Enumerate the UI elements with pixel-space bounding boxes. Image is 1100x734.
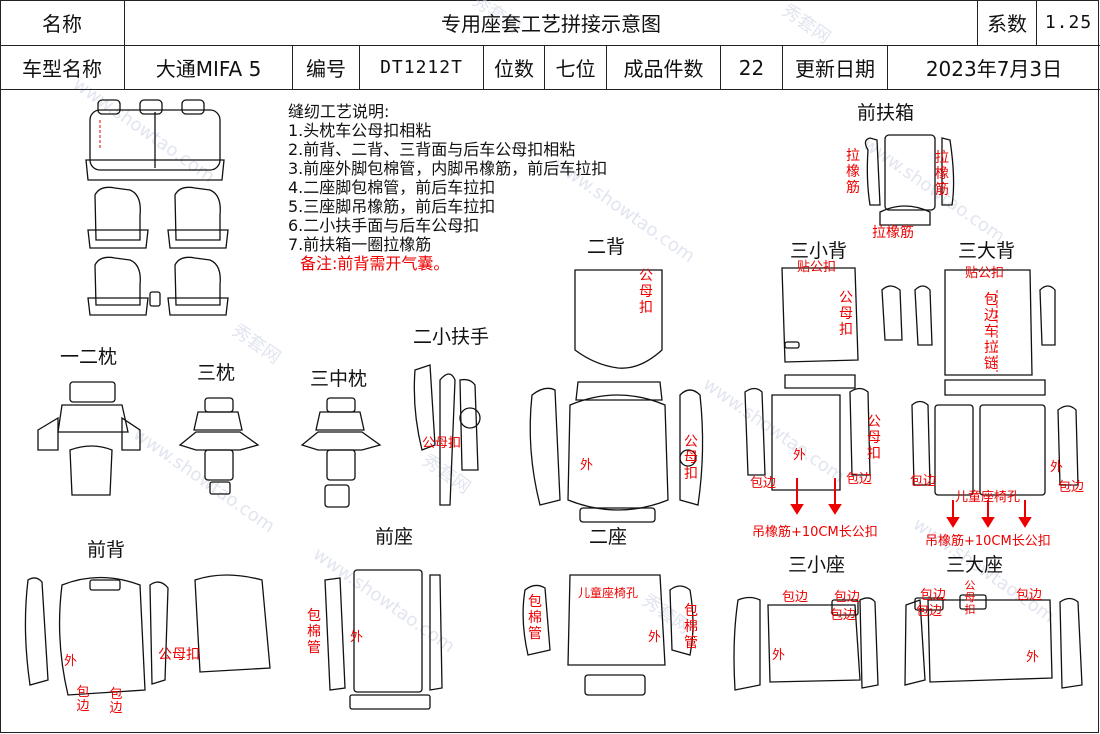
- snap-vertical-label: 公母扣: [684, 434, 698, 482]
- edging-label: 包边: [916, 604, 943, 619]
- outer-label: 外: [648, 630, 662, 645]
- child-seat-hole-label: 儿童座椅孔: [955, 490, 1021, 505]
- snap-label: 公母扣: [422, 436, 462, 451]
- rear-bench-overview: [85, 99, 225, 181]
- edging-label: 包边: [834, 590, 861, 605]
- section-headrest-3mid: 三中枕: [310, 368, 368, 390]
- front-seat-pattern: [324, 569, 443, 710]
- update-label: 更新日期: [783, 46, 888, 89]
- note-item: 1.头枕车公母扣相粘: [288, 121, 432, 140]
- front-seat-overview: [87, 186, 229, 249]
- outer-label: 外: [350, 630, 364, 645]
- note-item: 2.前背、二背、三背面与后车公母扣相粘: [288, 140, 576, 159]
- third-small-back-pattern: [744, 267, 903, 491]
- seats-value: 七位: [545, 46, 607, 89]
- coef-value: 1.25: [1044, 12, 1093, 33]
- outer-label: 外: [1050, 460, 1064, 475]
- edging-label: 包边: [920, 588, 947, 603]
- snap-vertical-label: 公母扣: [639, 268, 653, 316]
- third-big-back-pattern: [911, 269, 1079, 496]
- second-back-pattern: [529, 269, 704, 523]
- section-front-back: 前背: [87, 539, 126, 561]
- section-front-box: 前扶箱: [857, 102, 915, 124]
- front-box-pattern: [864, 134, 955, 226]
- header-row-2: 车型名称 大通MIFA 5 编号 DT1212T 位数 七位 成品件数 22 更…: [0, 46, 1100, 90]
- outer-label: 外: [64, 654, 78, 669]
- hang-elastic-label: 吊橡筋+10CM长公扣: [925, 534, 1051, 549]
- coef-label: 系数: [978, 0, 1037, 45]
- snap-vertical-label: 公母扣: [867, 414, 881, 462]
- snap-vertical-label: 公母扣: [839, 290, 853, 338]
- note-item: 5.三座脚吊橡筋，前后车拉扣: [288, 197, 496, 216]
- note-item: 6.二小扶手面与后车公母扣: [288, 216, 480, 235]
- front-back-pattern: [24, 574, 271, 696]
- foam-tube-vertical-label: 包棉管: [528, 594, 542, 642]
- edging-label: 包边: [910, 474, 937, 489]
- edging-label: 包边: [846, 472, 873, 487]
- headrest-3-pattern: [178, 397, 260, 495]
- second-seat-pattern: [522, 574, 694, 696]
- note-item: 3.前座外脚包棉管，内脚吊橡筋，前后车拉扣: [288, 159, 608, 178]
- section-second-seat: 二座: [589, 526, 628, 548]
- headrest-12-pattern: [37, 381, 141, 496]
- seats-label: 位数: [484, 46, 545, 89]
- child-seat-hole-label: 儿童座椅孔: [578, 586, 639, 600]
- drawing-title: 专用座套工艺拼接示意图: [125, 0, 978, 45]
- notes-title: 缝纫工艺说明:: [288, 102, 390, 121]
- outer-label: 外: [772, 648, 786, 663]
- code-value: DT1212T: [360, 46, 484, 89]
- outer-label: 外: [1026, 650, 1040, 665]
- edging-label: 包边: [782, 590, 809, 605]
- section-front-seat: 前座: [375, 526, 414, 548]
- outer-label: 外: [580, 458, 594, 473]
- section-second-back: 二背: [587, 236, 626, 258]
- note-item: 7.前扶箱一圈拉橡筋: [288, 235, 432, 254]
- code-label: 编号: [293, 46, 360, 89]
- section-third-small-back: 三小背: [790, 240, 848, 262]
- second-seat-overview: [87, 256, 229, 316]
- pull-elastic-right-label: 拉橡筋: [935, 150, 949, 198]
- pieces-label: 成品件数: [607, 46, 721, 89]
- notes-remark: 备注:前背需开气囊。: [300, 254, 450, 273]
- edging-vertical-label: 包边: [109, 687, 123, 716]
- foam-tube-vertical-label: 包棉管: [307, 608, 321, 656]
- outer-label: 外: [793, 448, 807, 463]
- second-armrest-pattern: [413, 364, 481, 506]
- snap-label: 公母扣: [158, 647, 200, 663]
- stick-snap-label: 贴公扣: [965, 266, 1005, 281]
- model-value: 大通MIFA 5: [125, 46, 293, 89]
- edging-vertical-label: 包边: [76, 685, 90, 714]
- stick-snap-label: 贴公扣: [797, 260, 837, 275]
- section-headrest-12: 一二枕: [60, 346, 118, 368]
- section-third-big-back: 三大背: [958, 240, 1016, 262]
- edging-label: 包边: [1016, 588, 1043, 603]
- edging-label: 包边: [750, 476, 777, 491]
- section-headrest-3: 三枕: [197, 362, 236, 384]
- update-value: 2023年7月3日: [925, 57, 1063, 81]
- header-row-1: 名称 专用座套工艺拼接示意图 系数 1.25: [0, 0, 1100, 46]
- third-small-seat-pattern: [733, 596, 879, 691]
- sewing-notes: 缝纫工艺说明: 1.头枕车公母扣相粘 2.前背、二背、三背面与后车公母扣相粘 3…: [288, 102, 607, 273]
- pull-elastic-bottom-label: 拉橡筋: [872, 225, 914, 241]
- snap-vertical-label: 公母扣: [964, 579, 976, 616]
- name-label: 名称: [0, 0, 125, 45]
- pieces-value: 22: [721, 46, 783, 89]
- pull-elastic-left-label: 拉橡筋: [846, 148, 860, 196]
- third-big-seat-pattern: [904, 594, 1083, 689]
- hang-elastic-label: 吊橡筋+10CM长公扣: [752, 525, 878, 540]
- headrest-3mid-pattern: [300, 397, 382, 508]
- note-item: 4.二座脚包棉管，前后车拉扣: [288, 178, 496, 197]
- edging-label: 包边: [1058, 480, 1085, 495]
- edging-label: 包边: [830, 608, 857, 623]
- section-third-big-seat: 三大座: [946, 554, 1004, 576]
- section-third-small-seat: 三小座: [788, 554, 846, 576]
- model-label: 车型名称: [0, 46, 125, 89]
- edge-zip-vertical-label: 包边车拉链: [984, 292, 998, 372]
- section-second-armrest: 二小扶手: [413, 326, 490, 348]
- foam-tube-vertical-label: 包棉管: [684, 603, 698, 651]
